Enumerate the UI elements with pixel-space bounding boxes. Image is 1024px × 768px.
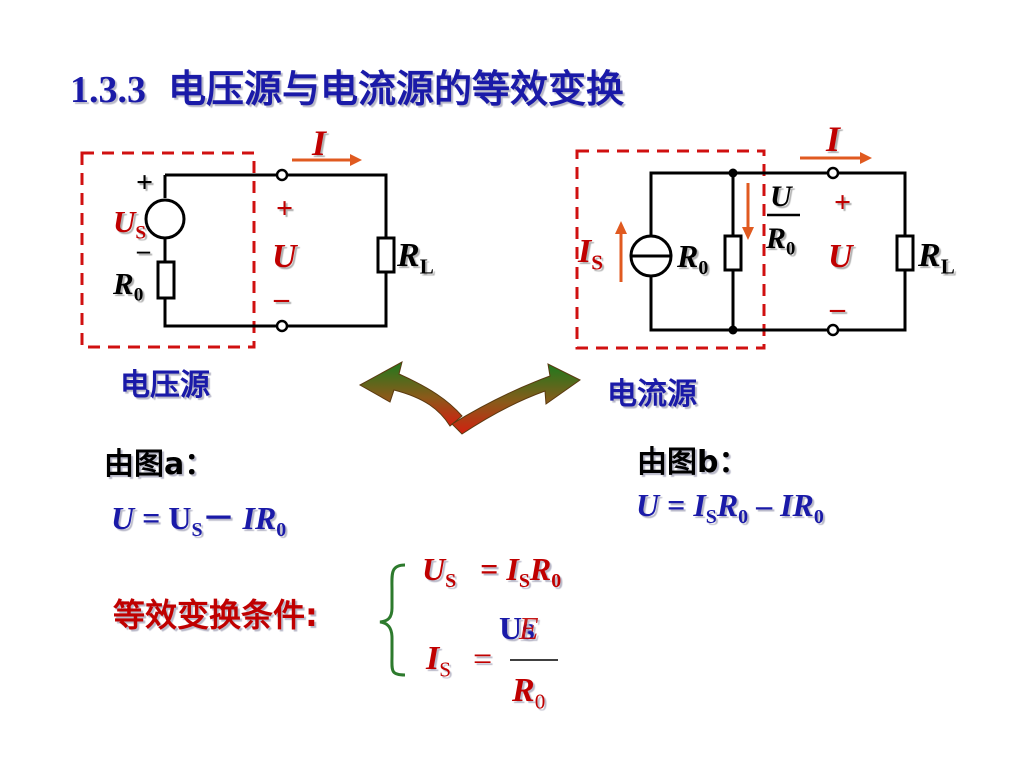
output-minus-a: – [274, 282, 289, 315]
terminal-top-a [275, 168, 289, 182]
condition-line-2-eq: = [473, 641, 493, 678]
internal-resistance-label-a: R0 [113, 266, 144, 306]
terminal-bottom-a [275, 319, 289, 333]
condition-brace [379, 563, 406, 677]
derivation-b-heading: 由图b： [637, 445, 749, 480]
current-label-b: I [826, 119, 841, 159]
derivation-a-equation: U = US－ IR0 [111, 500, 287, 541]
current-source-caption: 电流源 [607, 377, 697, 412]
fraction-denominator: R0 [512, 672, 546, 714]
source-plus-sign-a: + [136, 166, 154, 199]
load-label-a: RL [397, 237, 434, 279]
source-current-label-b: IS [578, 233, 603, 275]
output-plus-b: + [834, 186, 852, 219]
condition-line-1: US= ISR0 [422, 551, 562, 592]
voltage-source-dashed-box [80, 151, 256, 349]
condition-line-2-lhs: IS [426, 640, 451, 682]
internal-resistance-label-b: R0 [677, 238, 709, 279]
load-resistor-a [376, 236, 396, 274]
internal-resistor-a [156, 260, 176, 300]
load-resistor-b [895, 234, 915, 272]
fraction-numerator-e: E [519, 610, 539, 646]
derivation-a-heading: 由图a： [104, 447, 215, 482]
internal-resistor-b [723, 234, 743, 272]
output-voltage-a: U [272, 238, 297, 275]
equivalence-condition-label: 等效变换条件: [113, 596, 318, 634]
current-source-circuit [575, 149, 915, 350]
source-minus-sign-a: – [137, 236, 150, 265]
derivation-b-equation: U = ISR0 – IR0 [636, 487, 824, 528]
terminal-bottom-b [826, 323, 840, 337]
slide-title: 1.3.3 电压源与电流源的等效变换 [70, 58, 624, 113]
section-number: 1.3.3 [70, 69, 146, 111]
source-voltage-label-a: US [113, 204, 147, 244]
output-plus-a: + [276, 192, 294, 225]
branch-current-numerator: U [770, 180, 792, 213]
terminal-top-b [826, 166, 840, 180]
fraction-numerator-us: Us [499, 610, 535, 646]
output-minus-b: – [830, 292, 845, 325]
current-label-a: I [312, 123, 327, 163]
voltage-source-circuit [80, 151, 396, 349]
voltage-source-caption: 电压源 [120, 368, 210, 403]
load-label-b: RL [918, 237, 955, 279]
swap-arrows-icon [358, 361, 581, 435]
title-text: 电压源与电流源的等效变换 [168, 67, 625, 111]
branch-current-denominator: R0 [766, 222, 796, 260]
voltage-source-symbol [144, 198, 186, 240]
current-source-dashed-box [575, 149, 766, 350]
output-voltage-b: U [828, 238, 853, 275]
